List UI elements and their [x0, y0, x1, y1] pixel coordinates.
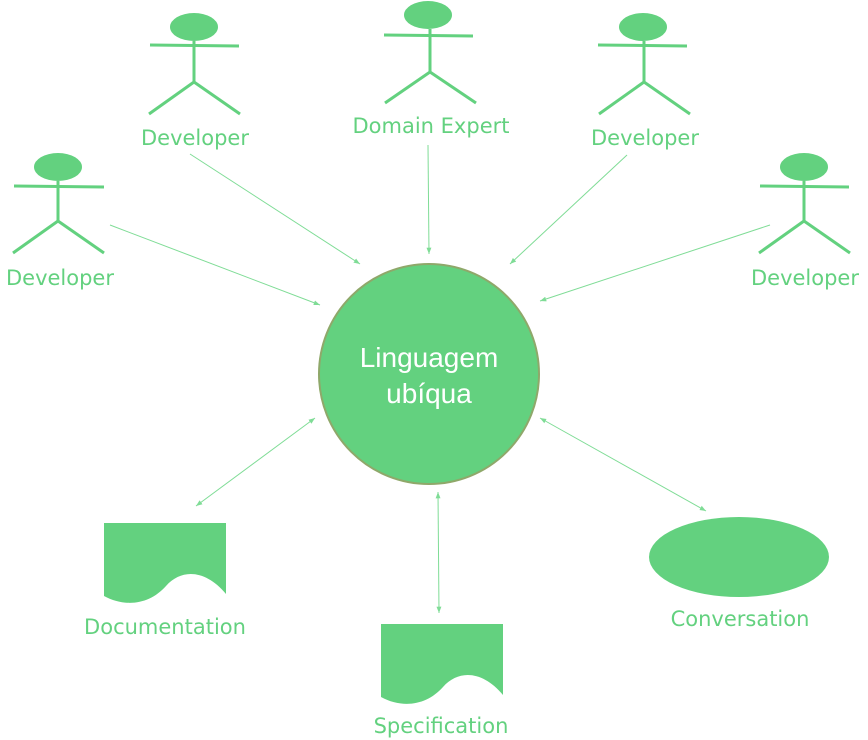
connector-specification	[435, 491, 442, 614]
actor-developer-right	[758, 153, 851, 255]
actor-label-developer-left: Developer	[6, 266, 114, 290]
actor-domain-expert	[383, 1, 477, 105]
specification-icon	[381, 624, 503, 704]
connector-domain-expert	[426, 144, 432, 255]
documentation-label: Documentation	[84, 615, 246, 639]
connector-developer-left	[109, 224, 321, 306]
actor-head	[619, 13, 667, 41]
actor-head	[780, 153, 828, 181]
actor-head	[34, 153, 82, 181]
actor-label-developer-right: Developer	[751, 266, 859, 290]
connector-conversation	[539, 417, 707, 512]
documentation-icon	[104, 523, 226, 603]
actor-developer-top-left	[148, 13, 241, 116]
connector-developer-top-right	[509, 154, 628, 265]
actor-developer-left	[12, 153, 105, 255]
connector-documentation	[195, 417, 316, 507]
actor-head	[404, 1, 452, 29]
connector-developer-right	[539, 224, 771, 302]
ubiquitous-language-node: Linguagem ubíqua	[318, 263, 540, 485]
actor-developer-top-right	[597, 13, 691, 116]
connector-developer-top-left	[189, 153, 361, 265]
specification-label: Specification	[374, 714, 509, 738]
conversation-icon	[649, 517, 829, 597]
actor-label-domain-expert: Domain Expert	[353, 114, 510, 138]
actor-head	[170, 13, 218, 41]
conversation-label: Conversation	[671, 607, 810, 631]
center-label-line2: ubíqua	[386, 378, 472, 409]
actor-label-developer-top-left: Developer	[141, 126, 249, 150]
actor-label-developer-top-right: Developer	[591, 126, 699, 150]
center-label-line1: Linguagem	[360, 342, 499, 373]
